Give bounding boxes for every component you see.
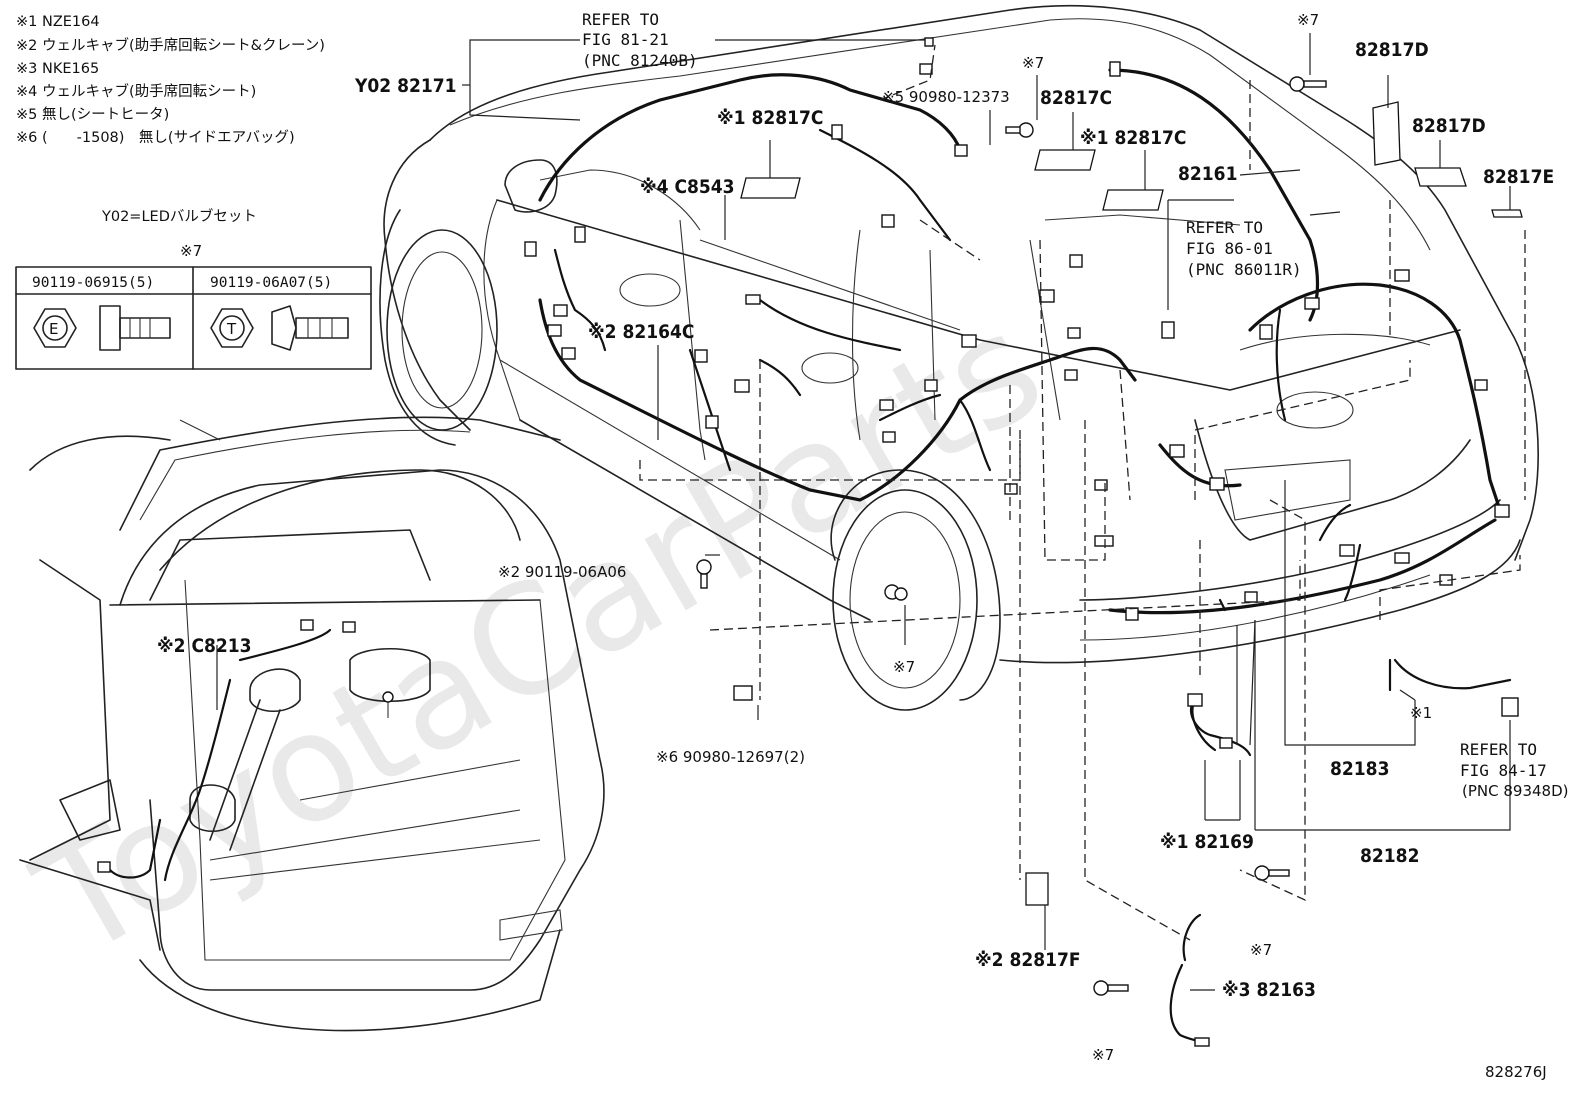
part-82164C-label: ※2 82164C — [588, 321, 694, 343]
ref-84-line-3: (PNC 89348D) — [1462, 782, 1568, 800]
y02-note: Y02=LEDバルブセット — [101, 207, 257, 225]
note-6: ※6 ( -1508) 無し(サイドエアバッグ) — [16, 129, 295, 146]
part-82182-label: 82182 — [1360, 845, 1419, 867]
part-90980-12373-label: ※5 90980-12373 — [882, 88, 1010, 106]
part-82817F-label: ※2 82817F — [975, 949, 1081, 971]
floor-wire-harness — [538, 248, 1137, 502]
part-82169-label: ※1 82169 — [1160, 831, 1254, 853]
ref-86-line-2: FIG 86-01 — [1186, 239, 1273, 258]
part-82183-label: 82183 — [1330, 758, 1389, 780]
pad-parts — [740, 101, 1523, 906]
fig-84-17-reference: REFER TO FIG 84-17 (PNC 89348D) — [1460, 740, 1568, 800]
note-1: ※1 NZE164 — [16, 14, 100, 30]
mark-1: ※1 — [1410, 704, 1432, 722]
part-82817C-label-2: 82817C — [1040, 87, 1112, 109]
part-82817C-label-1: ※1 82817C — [717, 107, 823, 129]
mark-7-e: ※7 — [1092, 1046, 1114, 1064]
ref-84-line-2: FIG 84-17 — [1460, 761, 1547, 780]
bolt-t-mark: T — [226, 320, 237, 338]
part-82171-label: Y02 82171 — [354, 75, 457, 97]
dashed-leaders — [639, 44, 1526, 941]
part-C8213-label: ※2 C8213 — [157, 635, 252, 657]
ref-86-line-1: REFER TO — [1186, 218, 1263, 237]
pad-82817D-1 — [1372, 101, 1401, 166]
note-3: ※3 NKE165 — [16, 61, 99, 77]
bolt-e-mark: E — [49, 320, 58, 338]
fig-86-01-reference: REFER TO FIG 86-01 (PNC 86011R) — [1186, 218, 1302, 279]
note-5: ※5 無し(シートヒータ) — [16, 106, 169, 123]
fastener-part-2: 90119-06A07(5) — [210, 275, 332, 291]
part-82161-label: 82161 — [1178, 163, 1237, 185]
rear-wire-harness — [1108, 282, 1502, 615]
part-82817C-label-3: ※1 82817C — [1080, 127, 1186, 149]
note-4: ※4 ウェルキャブ(助手席回転シート) — [16, 82, 256, 100]
vehicle-body-outline — [379, 4, 1539, 711]
bolt-e-icon: E — [33, 305, 171, 351]
mark-7-a: ※7 — [1297, 11, 1319, 29]
pad-82817D-2 — [1414, 167, 1467, 187]
part-82817D-label-1: 82817D — [1355, 39, 1429, 61]
part-82817E-label: 82817E — [1483, 166, 1554, 188]
pad-82817C-2 — [1034, 149, 1096, 171]
pad-82817E — [1491, 209, 1523, 218]
ref-81-line-2: FIG 81-21 — [582, 30, 669, 49]
bolt-t-icon: T — [210, 305, 349, 351]
fastener-table-title: ※7 — [180, 242, 202, 260]
fastener-table: ※7 90119-06915(5) 90119-06A07(5) E T — [15, 242, 372, 370]
part-82163-label: ※3 82163 — [1222, 979, 1316, 1001]
part-90119-06A06-label: ※2 90119-06A06 — [498, 563, 626, 581]
drawing-number: 828276J — [1485, 1063, 1547, 1081]
ref-81-line-3: (PNC 81240B) — [582, 51, 698, 70]
fig-81-21-reference: REFER TO FIG 81-21 (PNC 81240B) — [582, 10, 698, 70]
pad-82817C-3 — [1102, 189, 1164, 211]
part-C8543-label: ※4 C8543 — [640, 176, 735, 198]
part-82817D-label-2: 82817D — [1412, 115, 1486, 137]
pad-82817C-1 — [740, 177, 801, 199]
notes-block: ※1 NZE164 ※2 ウェルキャブ(助手席回転シート&クレーン) ※3 NK… — [16, 14, 325, 146]
ref-84-line-1: REFER TO — [1460, 740, 1537, 759]
leader-lines — [462, 33, 1511, 991]
bolt-icons — [696, 76, 1519, 996]
note-2: ※2 ウェルキャブ(助手席回転シート&クレーン) — [16, 36, 325, 54]
ref-81-line-1: REFER TO — [582, 10, 659, 29]
mark-7-d: ※7 — [1250, 941, 1272, 959]
cargo-inset-view — [19, 416, 605, 1032]
connector-cluster — [524, 37, 1510, 621]
mark-7-b: ※7 — [1022, 54, 1044, 72]
mark-7-c: ※7 — [893, 658, 915, 676]
pad-82817F — [1025, 872, 1049, 906]
ref-86-line-3: (PNC 86011R) — [1186, 260, 1302, 279]
separated-harness-parts — [1169, 658, 1512, 1047]
fastener-part-1: 90119-06915(5) — [32, 275, 154, 291]
part-90980-12697-label: ※6 90980-12697(2) — [656, 748, 805, 766]
